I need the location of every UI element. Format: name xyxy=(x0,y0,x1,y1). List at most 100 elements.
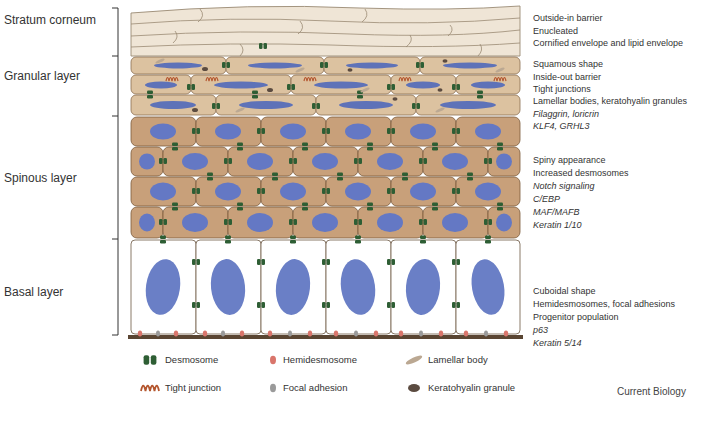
nucleus xyxy=(139,154,155,170)
nucleus xyxy=(239,101,293,109)
keratohyalin-granule xyxy=(443,59,448,63)
spinous-cell xyxy=(131,177,196,206)
layer-feature: Hemidesmosomes, focal adhesions xyxy=(533,299,718,310)
legend-desmosome xyxy=(144,355,157,365)
legend-text: Desmosome xyxy=(165,354,218,366)
hemidesmosome xyxy=(308,331,312,337)
layer-band: Granular layerSquamous shapeInside-out b… xyxy=(0,56,720,134)
layer-bracket xyxy=(112,8,118,335)
corneocyte-border xyxy=(448,25,452,36)
desmosome xyxy=(225,236,231,244)
bracket-tick xyxy=(112,116,118,117)
desmosome xyxy=(419,219,427,225)
nucleus xyxy=(215,183,241,201)
spinous-cell xyxy=(196,117,261,146)
nucleus xyxy=(475,183,501,201)
nucleus xyxy=(154,63,202,69)
tight-junction xyxy=(494,78,506,82)
legend-hemidesmosome xyxy=(270,356,276,364)
granular-tight-junctions xyxy=(166,78,506,82)
desmosome xyxy=(367,203,373,211)
nucleus xyxy=(475,124,501,140)
nucleus xyxy=(142,257,183,317)
spinous-cell xyxy=(261,177,326,206)
legend-text: Tight junction xyxy=(165,382,221,394)
nucleus xyxy=(377,153,403,170)
spinous-cell xyxy=(391,177,456,206)
spinous-cell xyxy=(326,117,391,146)
desmosome xyxy=(387,188,395,194)
spinous-cell xyxy=(228,147,293,176)
legend-text: Keratohyalin granule xyxy=(428,382,515,394)
focal-adhesion xyxy=(156,331,160,337)
desmosome xyxy=(192,259,200,265)
nucleus xyxy=(215,124,241,140)
nucleus xyxy=(150,124,176,140)
corneocyte-borders xyxy=(131,9,520,56)
nucleus xyxy=(145,82,177,89)
tight-junction xyxy=(206,78,218,82)
desmosome xyxy=(287,84,295,90)
basal-cell xyxy=(456,240,520,334)
hemidesmosome xyxy=(464,331,468,337)
nucleus xyxy=(208,257,248,316)
desmosome xyxy=(224,158,232,164)
spinous-cell xyxy=(163,147,228,176)
layer-name: Spinous layer xyxy=(4,170,112,186)
basement-membrane xyxy=(128,335,523,339)
nucleus xyxy=(410,183,436,201)
spinous-cell xyxy=(358,147,423,176)
nucleus xyxy=(273,257,313,316)
lamellar-body xyxy=(435,107,445,114)
desmosome xyxy=(272,173,278,181)
desmosome xyxy=(354,158,362,164)
spinous-cell xyxy=(228,207,293,238)
granular-cell xyxy=(216,95,316,115)
desmosome xyxy=(387,302,395,308)
nucleus xyxy=(442,153,468,170)
spinous-cell xyxy=(131,147,163,176)
layer-feature: Progenitor population xyxy=(533,312,718,323)
layer-feature: C/EBP xyxy=(533,194,718,205)
layer-feature: Squamous shape xyxy=(533,59,718,70)
spinous-cell xyxy=(131,117,196,146)
hemidesmosome xyxy=(268,331,272,337)
layer-feature: Cuboidal shape xyxy=(533,286,718,297)
spinous-cell xyxy=(488,147,520,176)
nucleus xyxy=(248,63,302,69)
nucleus xyxy=(496,214,512,232)
hemidesmosome xyxy=(504,331,508,337)
granular-cell xyxy=(324,57,420,74)
desmosome xyxy=(237,203,243,211)
nucleus xyxy=(440,101,496,109)
desmosome xyxy=(412,103,420,109)
corneocyte-border xyxy=(406,35,411,47)
nucleus xyxy=(442,213,468,232)
spinous-cell xyxy=(456,117,520,146)
hemidesmosome xyxy=(334,331,338,337)
basal-cell xyxy=(391,240,456,334)
desmosome xyxy=(452,302,460,308)
spinous-cell xyxy=(423,147,488,176)
desmosome xyxy=(192,302,200,308)
layer-feature: Cornified envelope and lipid envelope xyxy=(533,38,718,49)
desmosome xyxy=(192,128,200,134)
legend-lamellar-body xyxy=(405,354,424,366)
granular-cells xyxy=(131,57,520,115)
nucleus xyxy=(280,183,306,201)
lamellar-body xyxy=(360,87,370,94)
granular-desmosomes xyxy=(147,62,483,109)
legend-keratohyalin-granule xyxy=(408,384,420,392)
desmosome xyxy=(159,158,167,164)
legend-focal-adhesion xyxy=(270,384,276,392)
desmosome xyxy=(147,91,153,99)
desmosome xyxy=(159,219,167,225)
granular-cell xyxy=(420,57,520,74)
spinous-cell xyxy=(358,207,423,238)
spinous-cell xyxy=(326,177,391,206)
nucleus xyxy=(314,82,368,89)
desmosome xyxy=(257,188,265,194)
basal-desmosomes xyxy=(160,236,491,309)
spinous-cell xyxy=(293,147,358,176)
